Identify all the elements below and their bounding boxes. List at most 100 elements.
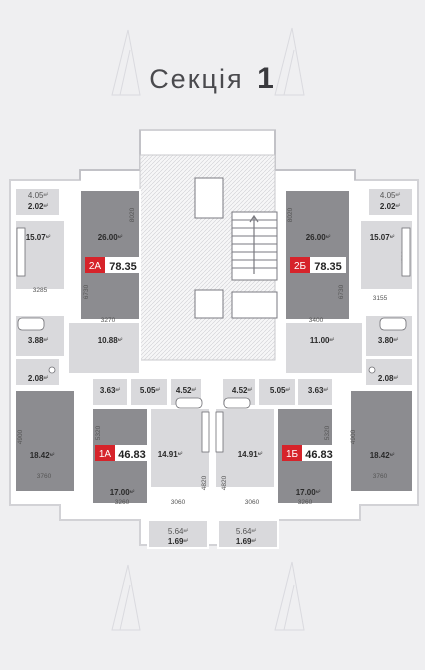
area-unit: м² bbox=[326, 234, 331, 239]
dim-left-3270: 3270 bbox=[101, 317, 116, 324]
rooms bbox=[14, 187, 414, 549]
apartment-badges: 2А 78.35 2Б 78.35 1А 46.83 1Б 46.83 bbox=[85, 257, 346, 461]
dim-right-3155: 3155 bbox=[373, 295, 388, 302]
area-kitchen-left: 15.07м² bbox=[26, 233, 51, 242]
area-unit: м² bbox=[115, 387, 120, 392]
room-living-right bbox=[284, 189, 351, 321]
area-unit: м² bbox=[178, 451, 183, 456]
dim-right-3760: 3760 bbox=[373, 473, 388, 480]
room-loggia-right bbox=[217, 519, 279, 549]
room-bedroom-right bbox=[349, 389, 414, 493]
area-studio-living-right: 17.00м² bbox=[296, 488, 321, 497]
area-unit: м² bbox=[251, 528, 256, 533]
section-title-word: Секція bbox=[149, 64, 244, 94]
area-kitchen-right: 15.07м² bbox=[370, 233, 395, 242]
dim-right-3400: 3400 bbox=[309, 317, 324, 324]
room-studio-bath-right bbox=[257, 377, 297, 407]
bathtub-icon bbox=[223, 397, 251, 409]
area-unit: м² bbox=[393, 337, 398, 342]
area-unit: м² bbox=[43, 203, 48, 208]
room-studio-bath-left bbox=[129, 377, 169, 407]
room-hall-right bbox=[284, 321, 364, 375]
area-loggia-upper-left: 5.64м² bbox=[168, 527, 189, 536]
area-studio-hall-right: 3.63м² bbox=[308, 386, 329, 395]
section-title: Секція 1 bbox=[0, 62, 425, 96]
dim-right-3060: 3060 bbox=[245, 499, 260, 506]
area-unit: м² bbox=[43, 337, 48, 342]
area-living-right: 26.00м² bbox=[306, 233, 331, 242]
area-unit: м² bbox=[393, 375, 398, 380]
kitchen-counter-icon bbox=[201, 411, 210, 453]
badge-code: 2Б bbox=[294, 261, 307, 272]
dim-right-4900: 4900 bbox=[350, 429, 357, 444]
dim-right-5320: 5320 bbox=[324, 425, 331, 440]
area-bath-right: 3.80м² bbox=[378, 336, 399, 345]
badge-1a: 1А 46.83 bbox=[95, 445, 149, 461]
elevator-1 bbox=[194, 177, 224, 219]
badge-area: 46.83 bbox=[118, 449, 146, 461]
dimension-labels: 8020 4350 6730 3285 3270 4900 3760 5320 … bbox=[17, 207, 408, 506]
area-studio-bath-left: 5.05м² bbox=[140, 386, 161, 395]
area-hall-left: 10.88м² bbox=[98, 336, 123, 345]
watermark-logo bbox=[111, 29, 141, 96]
area-studio-kitchen-right: 4.52м² bbox=[232, 386, 253, 395]
area-unit: м² bbox=[285, 387, 290, 392]
room-balcony-left bbox=[14, 187, 61, 217]
room-studio-room-right bbox=[214, 407, 276, 489]
stair-arrow bbox=[249, 214, 259, 274]
badge-1b: 1Б 46.83 bbox=[282, 445, 336, 461]
area-unit: м² bbox=[118, 234, 123, 239]
area-unit: м² bbox=[258, 451, 263, 456]
area-wc-right: 2.08м² bbox=[378, 374, 399, 383]
area-loggia-upper-right: 5.64м² bbox=[236, 527, 257, 536]
section-title-number: 1 bbox=[257, 62, 276, 95]
area-balcony-lower-left: 2.02м² bbox=[28, 202, 49, 211]
room-studio-hall-left bbox=[91, 377, 129, 407]
dim-left-8020: 8020 bbox=[129, 207, 136, 222]
area-balcony-upper-left: 4.05м² bbox=[28, 191, 49, 200]
badge-area-box bbox=[302, 445, 336, 461]
badge-code: 1А bbox=[99, 449, 112, 460]
badge-2b: 2Б 78.35 bbox=[290, 257, 346, 273]
watermark-logo bbox=[274, 561, 305, 631]
shaft bbox=[231, 291, 278, 319]
area-living-left: 26.00м² bbox=[98, 233, 123, 242]
area-labels: 4.05м² 2.02м² 15.07м² 26.00м² 3.88м² 2.0… bbox=[26, 191, 401, 546]
dim-left-4900: 4900 bbox=[17, 429, 24, 444]
area-bath-left: 3.88м² bbox=[28, 336, 49, 345]
dim-right-6730: 6730 bbox=[338, 284, 345, 299]
dim-left-3285: 3285 bbox=[33, 287, 48, 294]
stair-core bbox=[194, 177, 278, 319]
badge-code-box bbox=[85, 257, 105, 273]
bathtub-icon bbox=[379, 317, 407, 331]
area-unit: м² bbox=[329, 337, 334, 342]
area-studio-hall-left: 3.63м² bbox=[100, 386, 121, 395]
dim-left-3260: 3260 bbox=[115, 499, 130, 506]
watermark-logo bbox=[111, 564, 141, 631]
area-bedroom-left: 18.42м² bbox=[30, 451, 55, 460]
badge-2a: 2А 78.35 bbox=[85, 257, 141, 273]
area-wc-left: 2.08м² bbox=[28, 374, 49, 383]
badge-area: 78.35 bbox=[109, 261, 137, 273]
dim-left-3760: 3760 bbox=[37, 473, 52, 480]
area-unit: м² bbox=[191, 387, 196, 392]
bathtub-icon bbox=[175, 397, 203, 409]
badge-area-box bbox=[310, 257, 346, 273]
room-balcony-right bbox=[367, 187, 414, 217]
area-studio-room-right: 14.91м² bbox=[238, 450, 263, 459]
badge-area-box bbox=[115, 445, 149, 461]
area-unit: м² bbox=[251, 538, 256, 543]
area-loggia-lower-left: 1.69м² bbox=[168, 537, 189, 546]
room-bedroom-left bbox=[14, 389, 76, 493]
dim-left-6730: 6730 bbox=[83, 284, 90, 299]
area-unit: м² bbox=[130, 489, 135, 494]
bay-window-left bbox=[79, 130, 141, 180]
area-unit: м² bbox=[118, 337, 123, 342]
badge-area: 46.83 bbox=[305, 449, 333, 461]
elevator-2 bbox=[194, 289, 224, 319]
area-balcony-upper-right: 4.05м² bbox=[380, 191, 401, 200]
dim-right-8020: 8020 bbox=[287, 207, 294, 222]
area-unit: м² bbox=[43, 375, 48, 380]
area-studio-living-left: 17.00м² bbox=[110, 488, 135, 497]
area-unit: м² bbox=[390, 452, 395, 457]
